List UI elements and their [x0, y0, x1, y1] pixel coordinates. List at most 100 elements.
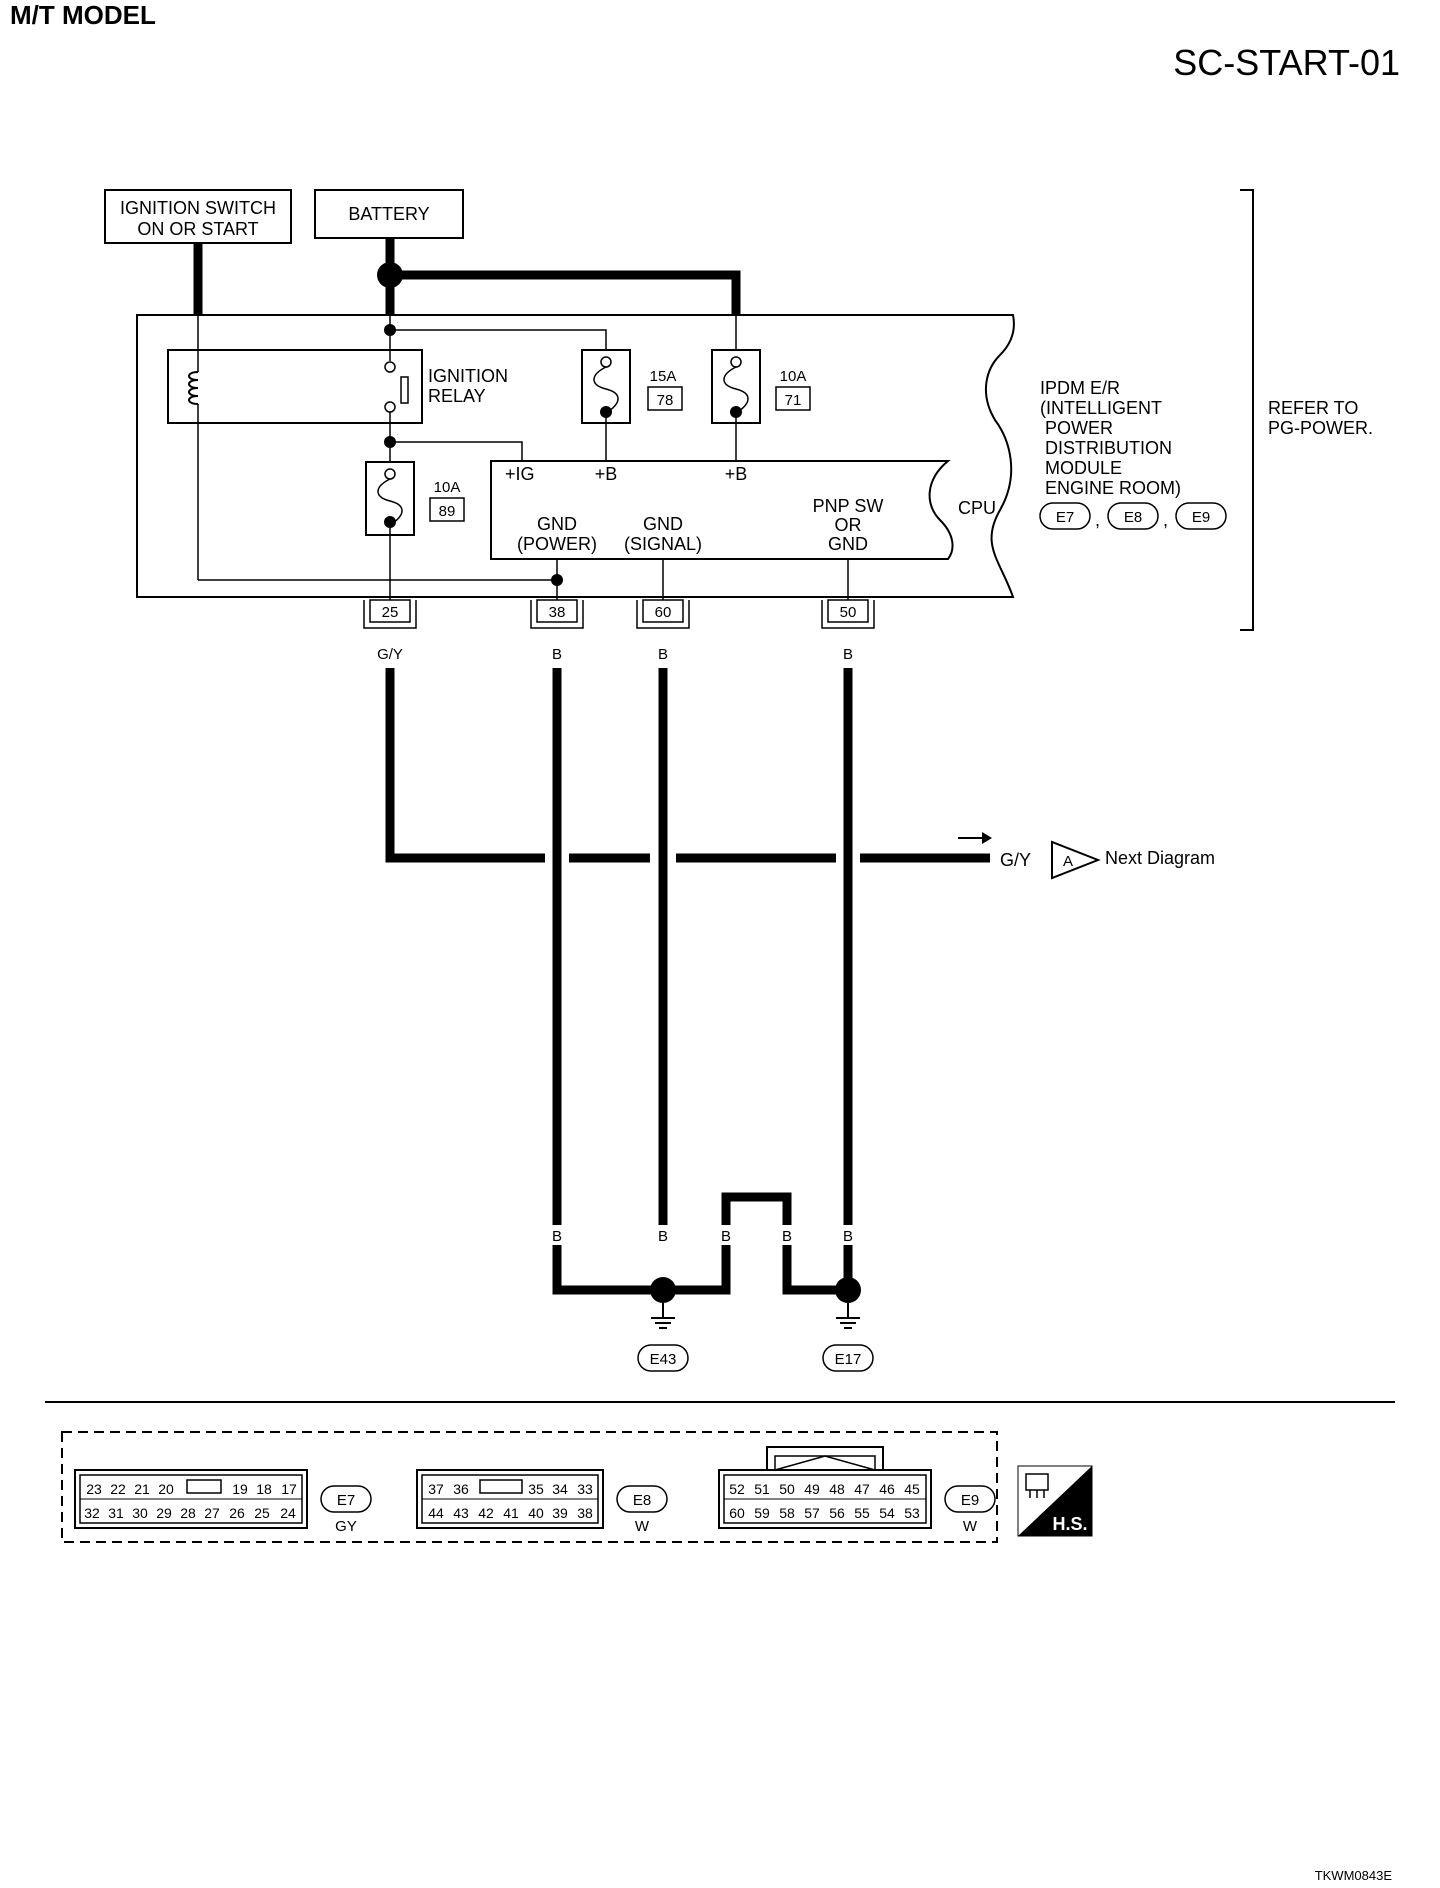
e8-top-pin: 33	[577, 1481, 593, 1497]
e9-color: W	[963, 1518, 978, 1535]
cpu-gnd-signal-2: (SIGNAL)	[624, 534, 702, 554]
ipdm-name-6: ENGINE ROOM)	[1045, 478, 1181, 498]
ground-e43: E43	[637, 1277, 689, 1372]
e7-bottom-pin: 31	[108, 1505, 124, 1521]
cpu-gnd-signal-1: GND	[643, 514, 683, 534]
terminal-60: 60 B	[636, 599, 690, 663]
refer-label-1: REFER TO	[1268, 398, 1358, 418]
battery-label: BATTERY	[348, 204, 429, 224]
terminal-25-pin: 25	[382, 604, 399, 621]
output-color: G/Y	[1000, 850, 1031, 870]
connector-e7-view: 23 22 21 20 19 18 17 32 31 30 29 28 27 2…	[74, 1469, 372, 1535]
e7-top-pin: 19	[232, 1481, 248, 1497]
e7-bottom-pin: 29	[156, 1505, 172, 1521]
e9-bottom-pin: 59	[754, 1505, 770, 1521]
terminal-38: 38 B	[530, 599, 584, 663]
diagram-id: SC-START-01	[1173, 42, 1400, 83]
ipdm-connector-sep-2: ,	[1163, 510, 1168, 530]
e8-bottom-pin: 41	[503, 1505, 519, 1521]
battery-splice-dot	[377, 262, 403, 288]
ipdm-name-4: DISTRIBUTION	[1045, 438, 1172, 458]
e9-bottom-pin: 55	[854, 1505, 870, 1521]
cpu-b1: +B	[595, 464, 618, 484]
e9-bottom-pin: 58	[779, 1505, 795, 1521]
ignition-switch-label-1: IGNITION SWITCH	[120, 198, 276, 218]
connector-views-frame	[61, 1431, 998, 1543]
cpu-gnd-power-2: (POWER)	[517, 534, 597, 554]
e7-id: E7	[337, 1492, 355, 1509]
e9-top-pin: 49	[804, 1481, 820, 1497]
fuse-71-number: 71	[785, 392, 802, 409]
ipdm-name-3: POWER	[1045, 418, 1113, 438]
e8-bottom-pin: 40	[528, 1505, 544, 1521]
cpu-pnp-3: GND	[828, 534, 868, 554]
ipdm-name: IPDM E/R (INTELLIGENT POWER DISTRIBUTION…	[1040, 378, 1181, 498]
e8-top-pin: 36	[453, 1481, 469, 1497]
ground-e43-label: E43	[650, 1351, 677, 1368]
ipdm-connector-sep-1: ,	[1095, 510, 1100, 530]
connector-e8-view: 37 36 35 34 33 44 43 42 41 40 39 38 E8 W	[416, 1469, 668, 1535]
power-wires	[193, 238, 741, 315]
terminal-50-pin: 50	[840, 604, 857, 621]
e7-top-pin: 22	[110, 1481, 126, 1497]
e7-bottom-pin: 25	[254, 1505, 270, 1521]
e9-top-pin: 45	[904, 1481, 920, 1497]
output-text: Next Diagram	[1105, 848, 1215, 868]
cpu-pnp-1: PNP SW	[813, 496, 884, 516]
ipdm-connector-e7: E7	[1056, 509, 1074, 526]
e9-id: E9	[961, 1492, 979, 1509]
e8-bottom-pin: 42	[478, 1505, 494, 1521]
fuse-71-rating: 10A	[780, 368, 807, 385]
ipdm-connector-e9: E9	[1192, 509, 1210, 526]
e8-bottom-pin: 43	[453, 1505, 469, 1521]
e7-top-pin: 17	[281, 1481, 297, 1497]
terminal-38-pin: 38	[549, 604, 566, 621]
e7-bottom-pin: 32	[84, 1505, 100, 1521]
e9-bottom-pin: 53	[904, 1505, 920, 1521]
e8-id: E8	[633, 1492, 651, 1509]
terminal-50: 50 B	[821, 599, 875, 663]
ipdm-connector-ids: E7 , E8 , E9	[1039, 502, 1227, 530]
e9-top-pin: 46	[879, 1481, 895, 1497]
terminal-38-color: B	[552, 646, 562, 663]
fuse-10a-89: 10A 89	[365, 461, 465, 536]
connector-icon	[1025, 1473, 1049, 1498]
terminal-25-color: G/Y	[377, 646, 403, 663]
relay-label-1: IGNITION	[428, 366, 508, 386]
e9-top-pin: 51	[754, 1481, 770, 1497]
ground-wire-label-1: B	[552, 1228, 562, 1245]
e9-bottom-pin: 56	[829, 1505, 845, 1521]
e7-bottom-pin: 24	[280, 1505, 296, 1521]
battery-box: BATTERY	[314, 189, 464, 239]
harness-wires	[385, 668, 990, 1295]
next-diagram-marker: G/Y A Next Diagram	[958, 832, 1215, 880]
cpu-b2: +B	[725, 464, 748, 484]
e8-bottom-pin: 38	[577, 1505, 593, 1521]
ipdm-name-1: IPDM E/R	[1040, 378, 1120, 398]
e7-bottom-pin: 28	[180, 1505, 196, 1521]
ipdm-outline	[136, 314, 1015, 598]
e7-top-pin: 23	[86, 1481, 102, 1497]
cpu-ig: +IG	[505, 464, 535, 484]
e7-bottom-pin: 30	[132, 1505, 148, 1521]
e8-top-pin: 35	[528, 1481, 544, 1497]
ground-wire-label-5: B	[843, 1228, 853, 1245]
ground-e17-label: E17	[835, 1351, 862, 1368]
ground-wire-label-3: B	[721, 1228, 731, 1245]
hs-label: H.S.	[1052, 1514, 1087, 1534]
ipdm-name-2: (INTELLIGENT	[1040, 398, 1162, 418]
terminal-60-pin: 60	[655, 604, 672, 621]
footer-code: TKWM0843E	[1315, 1868, 1393, 1883]
ground-wire-labels: B B B B B	[552, 1228, 853, 1245]
cpu-label: CPU	[958, 498, 996, 518]
e8-bottom-pin: 39	[552, 1505, 568, 1521]
e8-top-pin: 37	[428, 1481, 444, 1497]
e9-bottom-pin: 60	[729, 1505, 745, 1521]
terminal-25: 25 G/Y	[363, 599, 417, 663]
ground-wire-label-4: B	[782, 1228, 792, 1245]
e9-top-pin: 48	[829, 1481, 845, 1497]
ignition-relay: IGNITION RELAY	[167, 315, 557, 581]
e7-bottom-pin: 26	[229, 1505, 245, 1521]
fuse-15a-number: 78	[657, 392, 674, 409]
